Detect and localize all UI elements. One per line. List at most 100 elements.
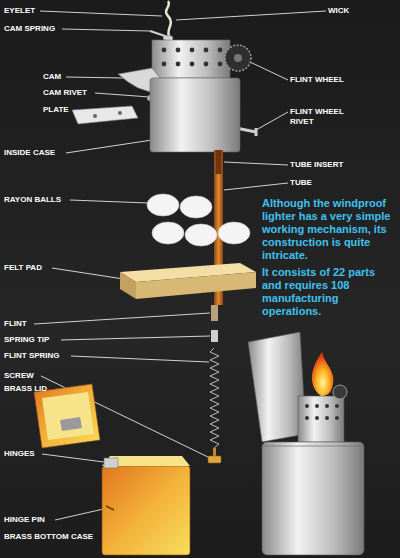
part-label: CAM — [43, 72, 61, 82]
flint-wheel-hub — [234, 54, 242, 62]
hole — [335, 416, 339, 420]
part-label: SCREW — [4, 371, 34, 381]
part-label: WICK — [328, 6, 349, 16]
hinge-drawing — [104, 458, 118, 468]
leader-line — [256, 112, 288, 130]
rayon-ball — [152, 222, 184, 244]
wick-drawing — [166, 1, 171, 38]
case-body — [102, 466, 190, 555]
hole — [325, 416, 329, 420]
lighter-lid — [248, 332, 306, 442]
lighter-seam — [262, 446, 364, 447]
hole — [204, 62, 209, 67]
hole — [218, 62, 223, 67]
note-text: Although the windproof lighter has a ver… — [262, 197, 396, 262]
hole — [176, 62, 181, 67]
part-label: FLINT — [4, 319, 27, 329]
tube-insert-drawing — [216, 150, 222, 174]
part-label: PLATE — [43, 105, 69, 115]
brass-bottom-case-drawing — [102, 456, 190, 555]
flint-wheel-drawing — [225, 45, 251, 71]
hole — [190, 62, 195, 67]
leader-line — [55, 508, 108, 520]
part-label: TUBE INSERT — [290, 160, 343, 170]
lid-inner — [42, 392, 94, 440]
hole — [190, 48, 195, 53]
note-text: It consists of 22 parts and requires 108… — [262, 266, 396, 318]
leader-line — [66, 77, 124, 78]
leader-line — [40, 11, 162, 16]
screw-shaft — [213, 448, 216, 456]
leader-line — [61, 336, 210, 340]
inside-case-drawing — [150, 78, 240, 152]
plate-hole — [93, 114, 97, 118]
lid-outer — [34, 384, 100, 448]
hole — [315, 416, 319, 420]
felt-pad-drawing — [120, 263, 256, 299]
leader-line — [95, 93, 150, 97]
leader-line — [62, 29, 150, 31]
part-label: FLINT WHEEL RIVET — [290, 107, 352, 127]
part-label: CAM SPRING — [4, 24, 55, 34]
leader-line — [34, 313, 210, 324]
leader-line — [66, 140, 152, 153]
assembled-lighter-drawing — [248, 332, 364, 555]
lighter-body — [262, 442, 364, 555]
plate-hole — [118, 111, 122, 115]
rayon-ball — [185, 224, 217, 246]
part-label: TUBE — [290, 178, 312, 188]
hole — [162, 62, 167, 67]
flint-drawing — [211, 305, 218, 321]
cam-spring-drawing — [150, 31, 172, 40]
hole — [315, 404, 319, 408]
spring-tip-drawing — [211, 330, 218, 342]
leader-line — [71, 356, 209, 362]
chimney-drawing — [152, 40, 230, 78]
part-label: BRASS BOTTOM CASE — [4, 532, 93, 542]
leader-line — [42, 454, 104, 462]
brass-lid-drawing — [34, 384, 100, 448]
lighter-flint-wheel — [333, 385, 347, 399]
hole — [305, 416, 309, 420]
lid-cam-seat — [60, 417, 82, 431]
rayon-ball — [180, 196, 212, 218]
hole — [305, 404, 309, 408]
rayon-ball — [147, 194, 179, 216]
rayon-ball — [218, 222, 250, 244]
part-label: BRASS LID — [4, 384, 47, 394]
rayon-balls-drawing — [147, 194, 250, 246]
leader-line — [224, 183, 288, 190]
lighter-chimney-holes — [305, 404, 339, 420]
part-label: EYELET — [4, 6, 35, 16]
hole — [335, 404, 339, 408]
leader-line — [70, 200, 148, 203]
part-label: HINGES — [4, 449, 35, 459]
flame-drawing — [312, 352, 334, 396]
part-label: INSIDE CASE — [4, 148, 55, 158]
chimney-body — [152, 40, 230, 78]
hole — [162, 48, 167, 53]
part-label: CAM RIVET — [43, 88, 87, 98]
chimney-holes — [162, 48, 223, 67]
part-label: FLINT SPRING — [4, 351, 60, 361]
leader-line — [250, 62, 288, 80]
part-label: FLINT WHEEL — [290, 75, 344, 85]
hole — [176, 48, 181, 53]
part-label: HINGE PIN — [4, 515, 45, 525]
hole — [218, 48, 223, 53]
part-label: SPRING TIP — [4, 335, 49, 345]
leader-line — [224, 162, 288, 165]
part-label: RAYON BALLS — [4, 195, 61, 205]
hole — [325, 404, 329, 408]
part-label: FELT PAD — [4, 263, 42, 273]
flint-spring-drawing — [210, 348, 219, 448]
leader-line — [176, 11, 326, 20]
felt-side — [120, 272, 136, 299]
lighter-chimney — [298, 396, 344, 442]
leader-line — [52, 268, 130, 280]
hinge-pin-drawing — [106, 506, 114, 510]
screw-drawing — [208, 456, 221, 463]
felt-front — [136, 272, 256, 299]
hole — [204, 48, 209, 53]
